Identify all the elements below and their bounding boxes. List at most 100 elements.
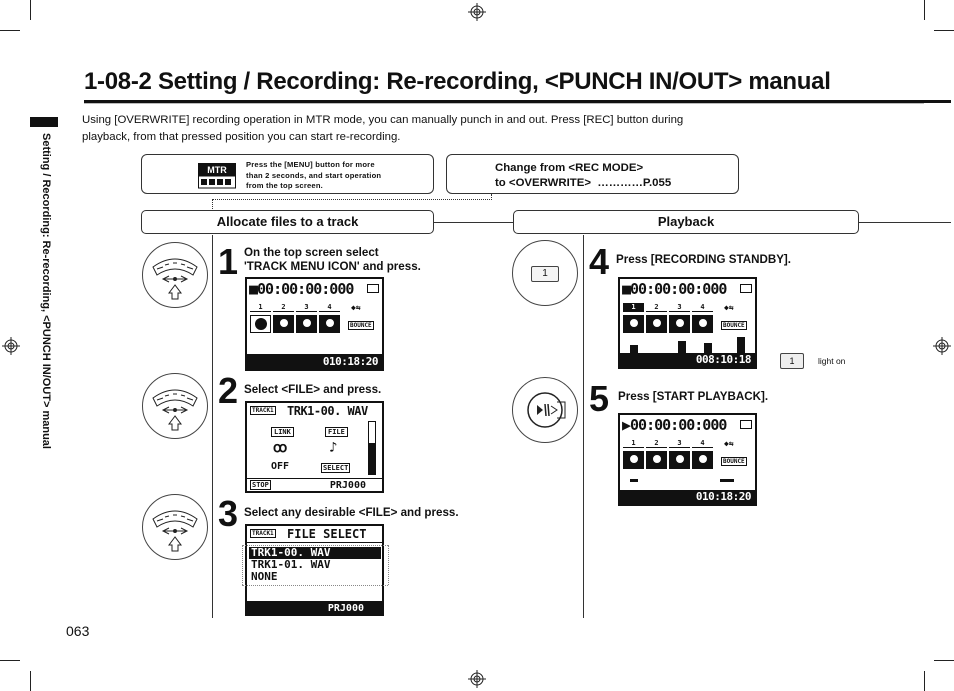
- link-icon: ꝏ: [273, 440, 288, 456]
- knob-row: [623, 451, 713, 469]
- section-allocate-files: Allocate files to a track: [141, 210, 434, 234]
- light-on-note: light on: [818, 356, 846, 366]
- project-name: PRJ000: [329, 480, 366, 491]
- lcd-screen-track: TRACK1 TRK1-00. WAV LINK FILE ꝏ ♪ OFF SE…: [245, 401, 384, 493]
- remaining-time: 010:18:20: [695, 490, 752, 503]
- track-key-label: 1: [531, 266, 559, 282]
- knob-row: [623, 315, 713, 333]
- step-number: 1: [218, 241, 239, 282]
- play-button[interactable]: [512, 377, 578, 443]
- crop-mark: [0, 30, 20, 31]
- link-tab: LINK: [271, 427, 294, 437]
- remaining-time: 008:10:18: [695, 353, 752, 366]
- stop-label: STOP: [250, 480, 271, 490]
- crop-mark: [30, 0, 31, 20]
- track-header: TRACK1: [250, 529, 276, 538]
- battery-icon: [740, 284, 752, 293]
- battery-icon: [740, 420, 752, 429]
- step-text: Select <FILE> and press.: [244, 383, 382, 396]
- section-number: 1-08-2: [84, 68, 152, 95]
- track-header: TRACK1: [250, 406, 276, 415]
- lcd-screen-top: ■00:00:00:000 1 2 3 4 ◆⇆ BOUNCE 010:18:2…: [245, 277, 384, 371]
- bounce-label: BOUNCE: [721, 457, 747, 466]
- lcd-screen-standby: ■00:00:00:000 1 2 3 4 ◆⇆ BOUNCE 008:10:1…: [618, 277, 757, 369]
- status-bar: [247, 601, 382, 614]
- step-text: Press [RECORDING STANDBY].: [616, 253, 792, 266]
- registration-mark-icon: [933, 337, 951, 355]
- knob-row: [250, 315, 340, 333]
- crop-mark: [934, 30, 954, 31]
- bounce-label: BOUNCE: [721, 321, 747, 330]
- project-name: PRJ000: [327, 603, 364, 614]
- side-tab-label: Setting / Recording: Re-recording, <PUNC…: [40, 133, 52, 449]
- file-select-title: FILE SELECT: [287, 527, 367, 541]
- dotted-connector: [212, 199, 492, 200]
- dial-press-icon: [152, 258, 198, 300]
- column-divider: [212, 235, 213, 618]
- music-note-icon: ♪: [329, 440, 338, 456]
- level-meter: [368, 421, 376, 475]
- column-divider: [583, 235, 584, 618]
- step-number: 5: [589, 378, 610, 419]
- intro-paragraph: Using [OVERWRITE] recording operation in…: [82, 114, 684, 143]
- status-bar: [620, 490, 755, 504]
- section-playback: Playback: [513, 210, 859, 234]
- dial-press-icon: [152, 389, 198, 431]
- time-counter: ■00:00:00:000: [622, 280, 727, 298]
- page-title: 1-08-2 Setting / Recording: Re-recording…: [84, 68, 831, 96]
- play-pause-icon: [527, 392, 566, 428]
- title-rule-shadow: [84, 103, 924, 104]
- link-value: OFF: [271, 461, 290, 472]
- dial-button[interactable]: [142, 242, 208, 308]
- dial-press-icon: [152, 510, 198, 552]
- dotted-connector: [491, 194, 492, 200]
- step-text: On the top screen select 'TRACK MENU ICO…: [244, 246, 421, 273]
- battery-icon: [367, 284, 379, 293]
- registration-mark-icon: [468, 670, 486, 688]
- track-row: 1 2 3 4: [623, 439, 713, 448]
- overwrite-line-2: to <OVERWRITE> …………P.055: [495, 177, 672, 189]
- track-row: 1 2 3 4: [623, 303, 713, 312]
- side-tab-bar: [30, 117, 58, 127]
- file-list-item[interactable]: NONE: [251, 570, 278, 583]
- title-text: Setting / Recording: Re-recording, <PUNC…: [157, 68, 831, 95]
- mode-icon: ◆⇆: [724, 303, 734, 312]
- status-bar: [620, 353, 755, 367]
- remaining-time: 010:18:20: [322, 355, 379, 368]
- track-key-lit: 1: [780, 353, 804, 369]
- registration-mark-icon: [2, 337, 20, 355]
- time-counter: ▶00:00:00:000: [622, 416, 727, 434]
- mtr-instruction-text: Press the [MENU] button for more than 2 …: [246, 160, 382, 190]
- dial-button[interactable]: [142, 494, 208, 560]
- status-bar: [247, 478, 382, 491]
- file-tab: FILE: [325, 427, 348, 437]
- step-number: 2: [218, 370, 239, 411]
- mtr-mode-icon: MTR: [198, 163, 236, 189]
- page-number: 063: [66, 623, 90, 639]
- overwrite-line-1: Change from <REC MODE>: [495, 162, 644, 174]
- select-label: SELECT: [321, 463, 351, 473]
- title-rule: [84, 100, 951, 103]
- step-number: 4: [589, 241, 610, 282]
- track-row: 1 2 3 4: [250, 303, 340, 312]
- lcd-screen-file-select: TRACK1 FILE SELECT TRK1-00. WAV TRK1-01.…: [245, 524, 384, 616]
- dial-button[interactable]: [142, 373, 208, 439]
- step-text: Press [START PLAYBACK].: [618, 390, 769, 403]
- step-number: 3: [218, 493, 239, 534]
- registration-mark-icon: [468, 3, 486, 21]
- file-list-item[interactable]: TRK1-01. WAV: [251, 558, 331, 571]
- mode-icon: ◆⇆: [724, 439, 734, 448]
- mode-icon: ◆⇆: [351, 303, 361, 312]
- lcd-screen-playback: ▶00:00:00:000 1 2 3 4 ◆⇆ BOUNCE 010:18:2…: [618, 413, 757, 506]
- overwrite-mode-text: Change from <REC MODE> to <OVERWRITE> …………: [495, 161, 671, 191]
- file-name: TRK1-00. WAV: [287, 404, 368, 418]
- time-counter: ■00:00:00:000: [249, 280, 354, 298]
- bounce-label: BOUNCE: [348, 321, 374, 330]
- track-key-button[interactable]: 1: [512, 240, 578, 306]
- dotted-connector: [212, 199, 213, 209]
- step-text: Select any desirable <FILE> and press.: [244, 506, 459, 519]
- crop-mark: [0, 660, 20, 661]
- crop-mark: [30, 671, 31, 691]
- crop-mark: [934, 660, 954, 661]
- file-list-item-selected[interactable]: TRK1-00. WAV: [249, 547, 381, 559]
